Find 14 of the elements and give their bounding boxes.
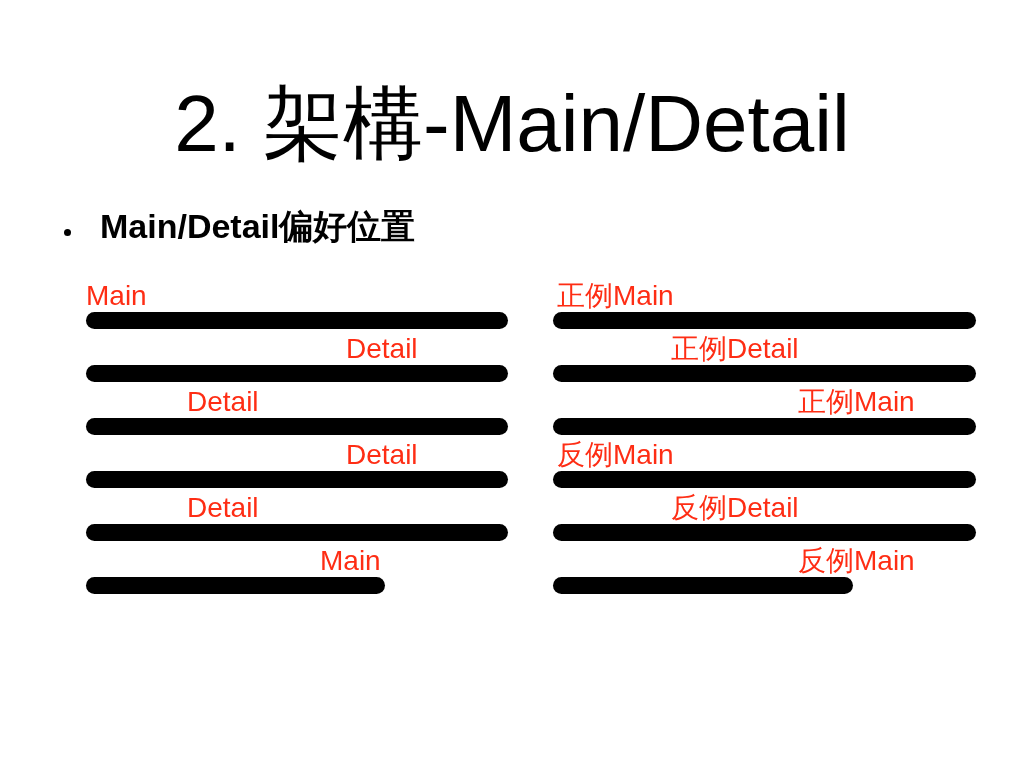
row-label: 反例Main (798, 547, 915, 575)
bullet-text: Main/Detail偏好位置 (100, 208, 416, 244)
row-label: Detail (346, 335, 418, 363)
slide-title: 2. 架構-Main/Detail (173, 84, 851, 164)
row-label: 正例Main (557, 282, 674, 310)
row-label: 反例Main (557, 441, 674, 469)
row-label: Detail (346, 441, 418, 469)
row-label: Main (86, 282, 147, 310)
row-label: Main (320, 547, 381, 575)
row-label: 反例Detail (671, 494, 799, 522)
row-label: Detail (187, 388, 259, 416)
row-label: Detail (187, 494, 259, 522)
row-label: 正例Detail (671, 335, 799, 363)
row-label: 正例Main (798, 388, 915, 416)
